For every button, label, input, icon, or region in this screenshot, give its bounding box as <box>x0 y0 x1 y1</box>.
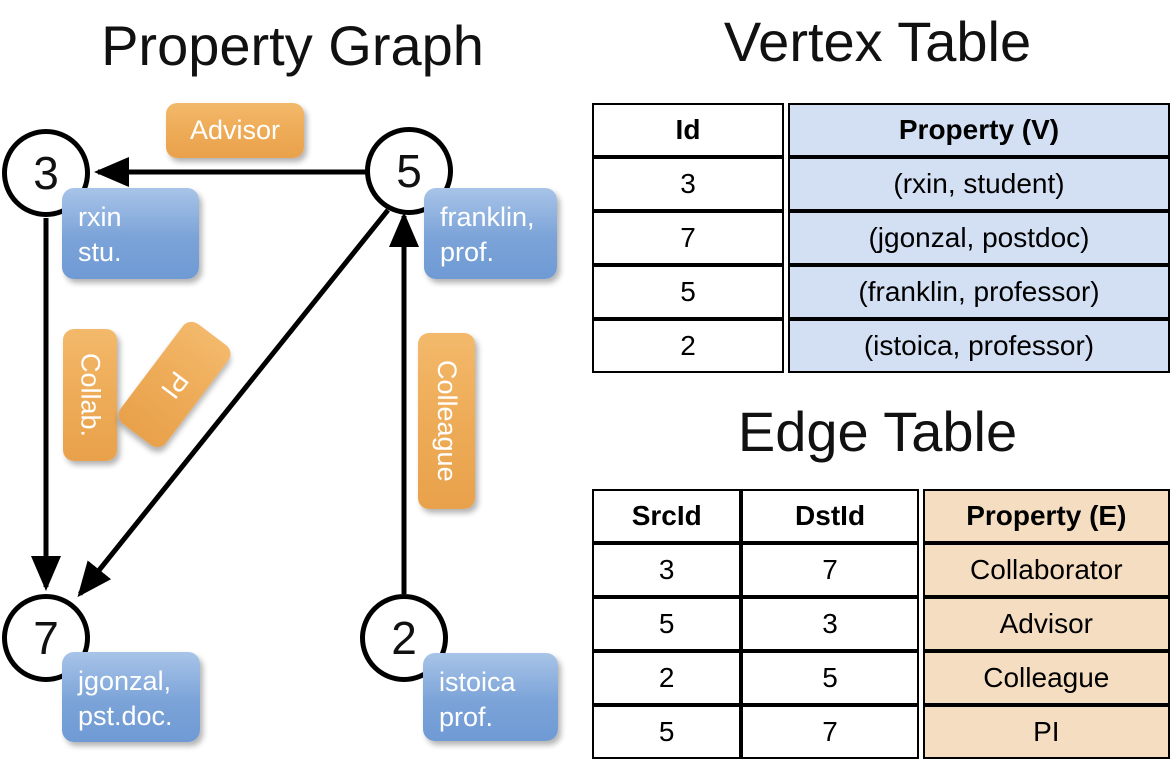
table-row[interactable]: 2 (istoica, professor) <box>592 319 1170 373</box>
edge-row-3-property: PI <box>922 705 1170 759</box>
edge-row-2-src: 2 <box>592 651 742 705</box>
vertex-row-3-property: (istoica, professor) <box>788 319 1170 373</box>
table-row[interactable]: 5 (franklin, professor) <box>592 265 1170 319</box>
node-property-rxin-line1: rxin <box>78 202 122 232</box>
vertex-row-3-gap <box>784 319 788 373</box>
node-property-box-jgonzal: jgonzal, pst.doc. <box>62 652 200 742</box>
edge-row-2-dst: 5 <box>741 651 919 705</box>
edge-row-1-property: Advisor <box>922 597 1170 651</box>
vertex-table-column-gap <box>784 103 788 157</box>
edge-label-box-colleague: Colleague <box>418 333 475 509</box>
node-property-istoica-line1: istoica <box>439 667 516 697</box>
page-title-edge-table: Edge Table <box>737 400 1018 463</box>
graph-edges-svg <box>31 157 419 598</box>
vertex-row-2-id: 5 <box>592 265 784 319</box>
edge-table-header-dstid: DstId <box>741 489 919 543</box>
page-title-property-graph: Property Graph <box>101 14 484 77</box>
table-row[interactable]: 5 7 PI <box>592 705 1170 759</box>
node-property-jgonzal-line1: jgonzal, <box>78 666 172 696</box>
edge-label-collab-text: Collab. <box>75 352 106 438</box>
edge-row-1-gap <box>918 597 923 651</box>
edge-row-2-property: Colleague <box>922 651 1170 705</box>
graph-node-2-label: 2 <box>391 612 417 664</box>
graph-node-5-label: 5 <box>396 145 422 197</box>
table-row[interactable]: 2 5 Colleague <box>592 651 1170 705</box>
edge-row-3-gap <box>918 705 923 759</box>
vertex-row-0-property: (rxin, student) <box>788 157 1170 211</box>
node-property-box-istoica: istoica prof. <box>423 653 558 741</box>
vertex-row-0-id: 3 <box>592 157 784 211</box>
edge-table-header-srcid: SrcId <box>592 489 742 543</box>
node-property-box-rxin: rxin stu. <box>62 188 199 279</box>
table-row[interactable]: 3 (rxin, student) <box>592 157 1170 211</box>
node-property-franklin-line1: franklin, <box>440 202 535 232</box>
node-property-istoica-line2: prof. <box>439 701 494 732</box>
edge-row-1-src: 5 <box>592 597 742 651</box>
page-title-vertex-table: Vertex Table <box>723 10 1032 73</box>
vertex-row-1-id: 7 <box>592 211 784 265</box>
graph-node-3-label: 3 <box>33 147 59 199</box>
edge-table-column-gap <box>918 489 923 543</box>
edge-table-header-row: SrcId DstId Property (E) <box>592 489 1170 543</box>
vertex-table-header-id: Id <box>592 103 784 157</box>
edge-row-0-gap <box>918 543 923 597</box>
edge-row-1-dst: 3 <box>741 597 919 651</box>
node-property-box-franklin: franklin, prof. <box>424 188 557 279</box>
edge-table: SrcId DstId Property (E) 3 7 Collaborato… <box>592 489 1170 759</box>
vertex-table-header-property: Property (V) <box>788 103 1170 157</box>
table-row[interactable]: 5 3 Advisor <box>592 597 1170 651</box>
vertex-row-2-property: (franklin, professor) <box>788 265 1170 319</box>
edge-row-0-dst: 7 <box>741 543 919 597</box>
edge-row-0-src: 3 <box>592 543 742 597</box>
graph-node-7-label: 7 <box>33 612 59 664</box>
edge-label-pi-text: PI <box>155 365 195 405</box>
edge-5-to-7-pi <box>77 208 390 598</box>
edge-row-3-dst: 7 <box>741 705 919 759</box>
node-property-rxin-line2: stu. <box>78 236 122 267</box>
edge-label-box-advisor: Advisor <box>166 103 304 158</box>
property-graph-diagram: 3 5 7 2 rxin stu. franklin, prof. jgonza… <box>2 103 558 742</box>
node-property-franklin-line2: prof. <box>440 236 495 267</box>
edge-table-header-property: Property (E) <box>922 489 1170 543</box>
table-row[interactable]: 3 7 Collaborator <box>592 543 1170 597</box>
vertex-row-0-gap <box>784 157 788 211</box>
vertex-table-header-row: Id Property (V) <box>592 103 1170 157</box>
table-row[interactable]: 7 (jgonzal, postdoc) <box>592 211 1170 265</box>
edge-label-colleague-text: Colleague <box>432 360 462 482</box>
edge-row-2-gap <box>918 651 923 705</box>
vertex-row-2-gap <box>784 265 788 319</box>
edge-row-0-property: Collaborator <box>922 543 1170 597</box>
edge-label-advisor-text: Advisor <box>189 115 281 145</box>
edge-label-box-collab: Collab. <box>63 329 117 461</box>
vertex-table: Id Property (V) 3 (rxin, student) 7 (jgo… <box>592 103 1170 373</box>
node-property-jgonzal-line2: pst.doc. <box>78 700 173 731</box>
vertex-row-1-gap <box>784 211 788 265</box>
vertex-row-3-id: 2 <box>592 319 784 373</box>
vertex-row-1-property: (jgonzal, postdoc) <box>788 211 1170 265</box>
graph-node-2[interactable]: 2 <box>360 594 448 682</box>
edge-row-3-src: 5 <box>592 705 742 759</box>
